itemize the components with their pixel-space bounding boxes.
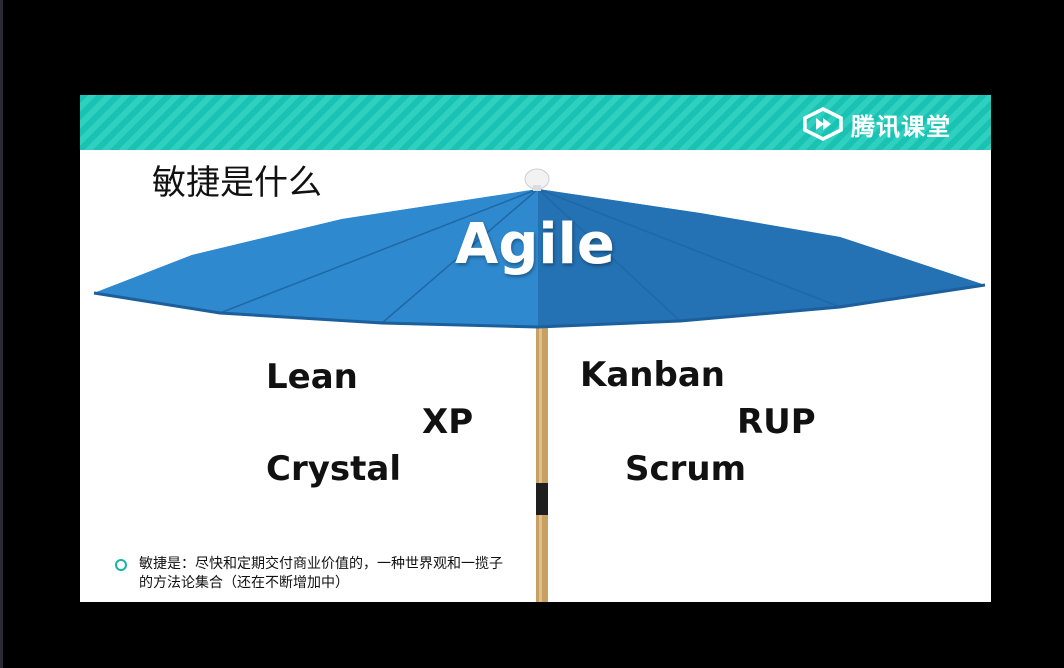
umbrella-rib — [537, 188, 841, 308]
presentation-slide: 腾讯课堂 敏捷是什么 Agile Lean XP Cry — [80, 95, 991, 602]
umbrella-edge — [93, 283, 986, 329]
method-lean: Lean — [266, 357, 358, 397]
method-rup: RUP — [737, 402, 816, 442]
circle-bullet-icon — [115, 559, 127, 571]
umbrella-rib — [537, 188, 681, 322]
brand: 腾讯课堂 — [801, 107, 951, 141]
letterbox-bottom — [80, 602, 991, 668]
umbrella-finial-neck — [533, 185, 541, 191]
umbrella-rib — [381, 188, 539, 324]
umbrella-rib — [219, 188, 539, 314]
umbrella-pole-highlight — [539, 317, 542, 602]
umbrella-illustration — [93, 168, 986, 602]
method-crystal: Crystal — [266, 449, 401, 489]
umbrella-pole-band — [536, 483, 548, 515]
slide-title: 敏捷是什么 — [152, 163, 322, 203]
tencent-classroom-logo-icon — [803, 107, 843, 141]
window-edge — [0, 0, 3, 668]
method-scrum: Scrum — [625, 449, 747, 489]
slide-header-band: 腾讯课堂 — [80, 95, 991, 150]
bullet-text: 敏捷是：尽快和定期交付商业价值的，一种世界观和一揽子的方法论集合（还在不断增加中… — [139, 556, 503, 591]
bullet-point: 敏捷是：尽快和定期交付商业价值的，一种世界观和一揽子的方法论集合（还在不断增加中… — [115, 555, 511, 593]
method-xp: XP — [422, 402, 474, 442]
method-kanban: Kanban — [580, 355, 725, 395]
umbrella-canopy-shade — [94, 189, 538, 327]
brand-name: 腾讯课堂 — [851, 112, 951, 141]
agile-label: Agile — [455, 212, 615, 277]
